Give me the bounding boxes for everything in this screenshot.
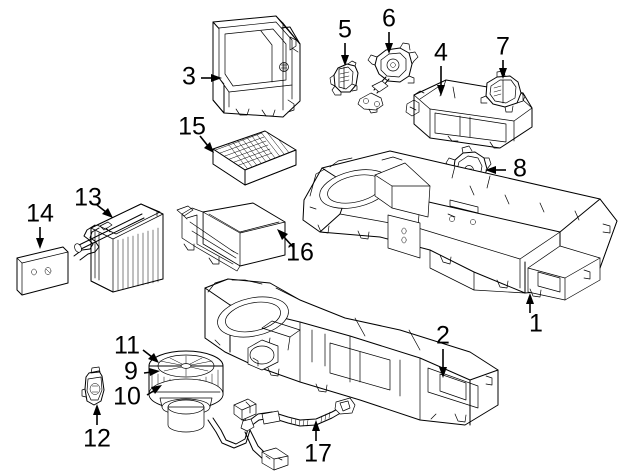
callout-labels: 1 2 3 4 5 6 7 8 9 10 11 12 13 14 15 16 1… bbox=[26, 5, 543, 468]
callout-label-3: 3 bbox=[182, 63, 196, 91]
callout-leaders bbox=[36, 32, 534, 441]
callout-label-5: 5 bbox=[338, 16, 352, 44]
part-17-wiring-harness bbox=[240, 397, 356, 471]
leader-4 bbox=[437, 66, 445, 96]
callout-label-2: 2 bbox=[436, 322, 450, 350]
callout-label-10: 10 bbox=[113, 383, 141, 411]
part-7-recirculation-door-actuator bbox=[480, 70, 526, 113]
callout-label-17: 17 bbox=[304, 440, 332, 468]
callout-label-1: 1 bbox=[529, 310, 543, 338]
leader-15 bbox=[199, 135, 214, 153]
part-6-blend-door-actuator-linkage bbox=[357, 42, 419, 114]
part-14-evaporator-access-cover bbox=[16, 246, 69, 296]
leader-3 bbox=[201, 74, 222, 82]
leader-7 bbox=[499, 60, 507, 79]
callout-label-16: 16 bbox=[286, 239, 314, 267]
part-3-blower-housing-inlet-duct bbox=[212, 15, 301, 118]
leader-13 bbox=[96, 204, 113, 218]
leader-1 bbox=[526, 293, 534, 313]
leader-10 bbox=[146, 385, 162, 396]
callout-label-12: 12 bbox=[83, 425, 111, 453]
callout-label-9: 9 bbox=[124, 358, 138, 386]
callout-label-4: 4 bbox=[434, 39, 448, 67]
part-12-blower-motor-resistor-connector bbox=[81, 366, 105, 406]
callout-label-8: 8 bbox=[513, 155, 527, 183]
part-11-blower-motor-assembly bbox=[148, 350, 257, 449]
leader-9 bbox=[143, 368, 160, 376]
leader-5 bbox=[341, 43, 349, 66]
callout-label-14: 14 bbox=[26, 200, 54, 228]
callout-label-6: 6 bbox=[382, 5, 396, 33]
part-16-heater-core bbox=[176, 202, 286, 272]
leader-2 bbox=[439, 349, 447, 378]
callout-label-13: 13 bbox=[74, 184, 102, 212]
callout-label-11: 11 bbox=[114, 332, 140, 360]
callout-label-7: 7 bbox=[496, 33, 510, 61]
leader-17 bbox=[312, 420, 320, 441]
leader-14 bbox=[36, 227, 44, 249]
leader-16 bbox=[277, 229, 294, 248]
leader-8 bbox=[485, 166, 506, 174]
leader-12 bbox=[93, 404, 101, 425]
callout-label-15: 15 bbox=[178, 113, 206, 141]
part-1-main-housing-upper-case bbox=[302, 150, 618, 301]
leader-6 bbox=[385, 32, 393, 54]
leader-11 bbox=[142, 349, 159, 363]
part-13-evaporator-core bbox=[73, 203, 164, 293]
part-15-cabin-air-filter bbox=[212, 130, 297, 186]
part-2-lower-housing-case bbox=[204, 278, 499, 426]
part-5-mode-door-actuator bbox=[329, 60, 359, 96]
